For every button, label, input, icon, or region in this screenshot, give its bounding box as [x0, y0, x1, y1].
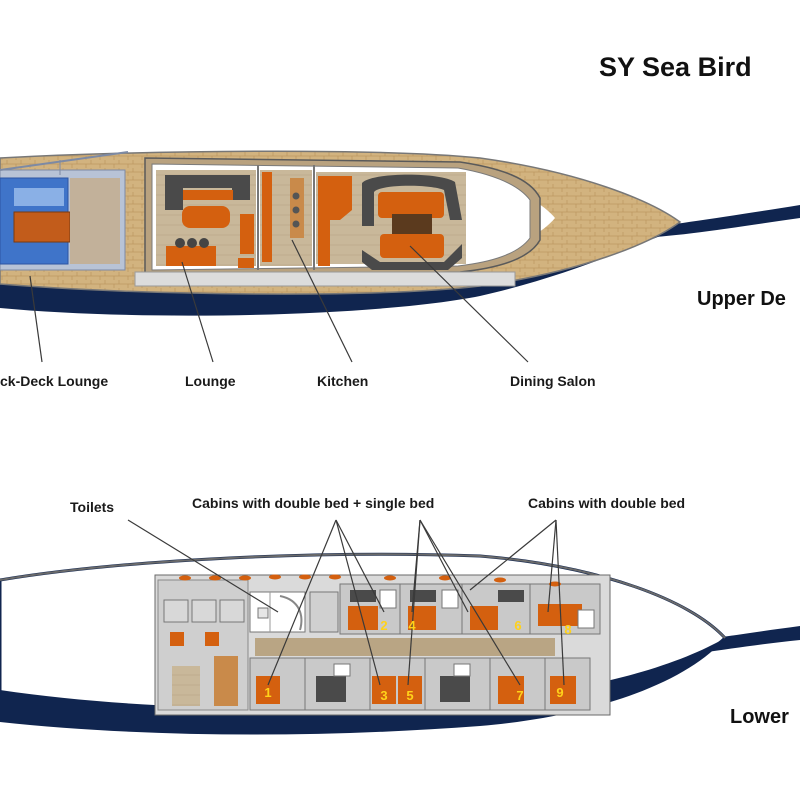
cabin-number: 3: [380, 688, 387, 703]
cabin-number: 5: [406, 688, 413, 703]
upper-cabins: [339, 583, 601, 635]
callout-dining-salon: Dining Salon: [510, 373, 596, 389]
callout-kitchen: Kitchen: [317, 373, 369, 389]
callout-cabins-double-single: Cabins with double bed + single bed: [192, 495, 435, 511]
lower-deck-label: Lower: [730, 706, 789, 728]
cabin-number: 6: [514, 618, 521, 633]
cabin-number: 1: [264, 685, 271, 700]
lower-deck-plan: [0, 552, 800, 735]
lower-leader-lines: [127, 519, 565, 686]
lower-cabins: [249, 657, 591, 711]
page-title: SY Sea Bird: [599, 52, 752, 82]
callout-aft-deck-lounge: ck-Deck Lounge: [0, 373, 109, 389]
cabin-number: 2: [380, 618, 387, 633]
callout-lounge: Lounge: [185, 373, 236, 389]
callout-cabins-double: Cabins with double bed: [528, 495, 686, 511]
upper-leader-lines: [29, 239, 529, 363]
cabin-number: 9: [556, 685, 563, 700]
callout-toilets: Toilets: [70, 499, 115, 515]
cabin-number: 4: [408, 618, 416, 633]
cabin-number: 8: [564, 622, 571, 637]
cabin-number: 7: [516, 688, 523, 703]
upper-deck-label: Upper De: [697, 288, 786, 310]
upper-deck-plan: [0, 150, 800, 316]
